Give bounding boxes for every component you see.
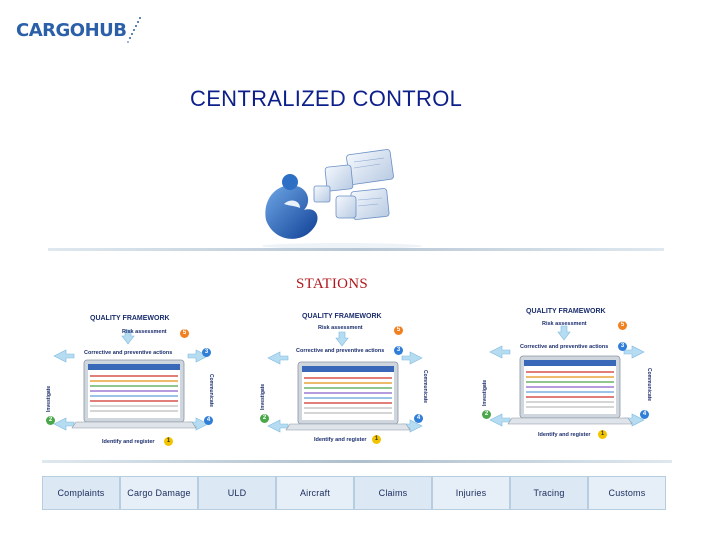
investigate-label: Investigate — [482, 379, 488, 406]
communicate-label: Communicate — [208, 374, 214, 408]
divider-line — [48, 248, 664, 251]
corrective-actions-label: Corrective and preventive actions — [84, 350, 173, 356]
station-quality-framework-2: QUALITY FRAMEWORK Risk assessment 5 Corr… — [254, 306, 444, 456]
step-5-badge: 5 — [618, 321, 627, 330]
identify-register-label: Identify and register — [314, 437, 367, 443]
step-4-badge: 4 — [204, 416, 213, 425]
corrective-actions-label: Corrective and preventive actions — [520, 344, 609, 350]
risk-assessment-label: Risk assessment — [542, 321, 587, 327]
investigate-label: Investigate — [260, 383, 266, 410]
step-5-badge: 5 — [180, 329, 189, 338]
risk-assessment-label: Risk assessment — [122, 329, 167, 335]
tab-customs[interactable]: Customs — [588, 476, 666, 510]
framework-title: QUALITY FRAMEWORK — [302, 313, 382, 320]
step-1-badge: 1 — [372, 435, 381, 444]
station-quality-framework-1: QUALITY FRAMEWORK Risk assessment 5 Corr… — [40, 304, 230, 454]
tab-injuries[interactable]: Injuries — [432, 476, 510, 510]
step-2-badge: 2 — [482, 410, 491, 419]
step-5-badge: 5 — [394, 326, 403, 335]
risk-assessment-label: Risk assessment — [318, 325, 363, 331]
framework-cycle-diagram — [489, 325, 645, 427]
step-3-badge: 3 — [618, 342, 627, 351]
logo-text: CARGOHUB — [16, 20, 127, 41]
category-tabs: Complaints Cargo Damage ULD Aircraft Cla… — [42, 476, 666, 510]
stations-heading: STATIONS — [296, 276, 369, 292]
tab-cargo-damage[interactable]: Cargo Damage — [120, 476, 198, 510]
step-2-badge: 2 — [260, 414, 269, 423]
tab-aircraft[interactable]: Aircraft — [276, 476, 354, 510]
central-control-illustration — [262, 149, 422, 249]
step-4-badge: 4 — [414, 414, 423, 423]
framework-title: QUALITY FRAMEWORK — [526, 308, 606, 315]
step-4-badge: 4 — [640, 410, 649, 419]
identify-register-label: Identify and register — [102, 439, 155, 445]
corrective-actions-label: Corrective and preventive actions — [296, 348, 385, 354]
framework-title: QUALITY FRAMEWORK — [90, 315, 170, 322]
cargohub-logo: CARGOHUB — [16, 17, 141, 44]
tab-tracing[interactable]: Tracing — [510, 476, 588, 510]
divider-line — [42, 460, 672, 463]
framework-cycle-diagram — [53, 329, 209, 431]
identify-register-label: Identify and register — [538, 432, 591, 438]
communicate-label: Communicate — [422, 370, 428, 404]
tab-complaints[interactable]: Complaints — [42, 476, 120, 510]
logo-dots-icon — [127, 17, 141, 43]
step-2-badge: 2 — [46, 416, 55, 425]
step-3-badge: 3 — [394, 346, 403, 355]
station-quality-framework-3: QUALITY FRAMEWORK Risk assessment 5 Corr… — [476, 300, 666, 450]
step-3-badge: 3 — [202, 348, 211, 357]
communicate-label: Communicate — [646, 368, 652, 402]
step-1-badge: 1 — [598, 430, 607, 439]
tab-claims[interactable]: Claims — [354, 476, 432, 510]
step-1-badge: 1 — [164, 437, 173, 446]
page-title: CENTRALIZED CONTROL — [190, 86, 463, 111]
tab-uld[interactable]: ULD — [198, 476, 276, 510]
framework-cycle-diagram — [267, 331, 423, 433]
investigate-label: Investigate — [46, 385, 52, 412]
